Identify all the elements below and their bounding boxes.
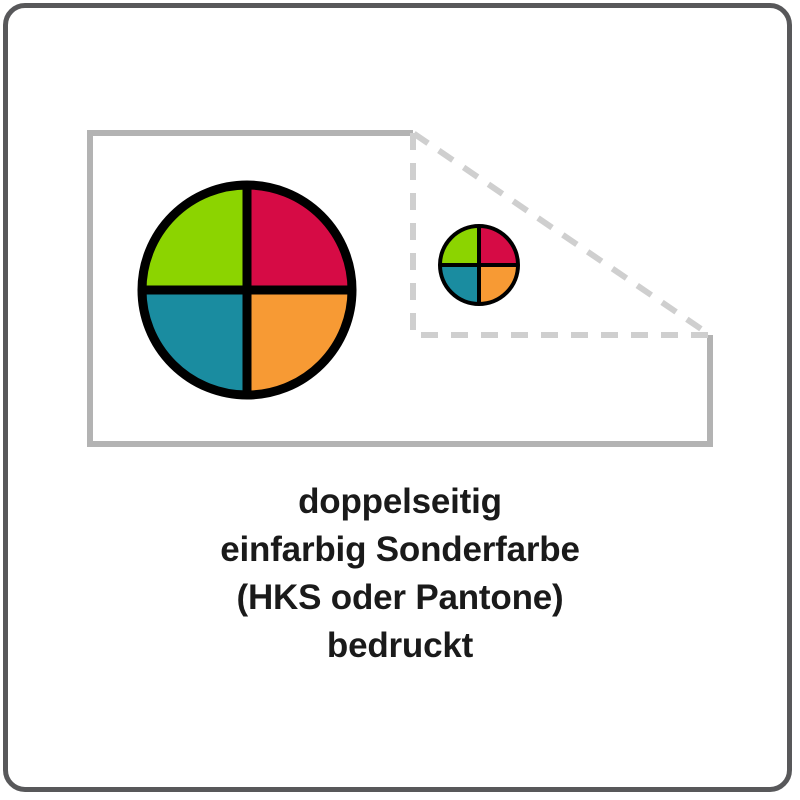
- caption-line-4: bedruckt: [326, 626, 474, 665]
- caption-line-1: doppelseitig: [298, 482, 502, 521]
- small-quadrant-circle: [438, 224, 520, 306]
- caption-line-2: einfarbig Sonderfarbe: [220, 530, 580, 569]
- sheet-outline: [87, 130, 713, 447]
- caption-line-3: (HKS oder Pantone): [236, 578, 564, 617]
- sheet-outline-path: [87, 130, 713, 447]
- large-circle-quadrant-top-right: [247, 185, 352, 290]
- large-quadrant-circle: [137, 180, 357, 400]
- fold-dashed-path: [410, 127, 720, 338]
- small-circle-quadrant-top-left: [440, 226, 479, 265]
- caption-block: doppelseitig einfarbig Sonderfarbe (HKS …: [0, 478, 800, 670]
- large-circle-quadrant-bottom-left: [142, 290, 247, 395]
- large-circle-quadrant-top-left: [142, 185, 247, 290]
- folded-corner-dashed: [410, 127, 720, 338]
- large-circle-quadrant-bottom-right: [247, 290, 352, 395]
- small-circle-quadrant-bottom-right: [479, 265, 518, 304]
- small-circle-quadrant-top-right: [479, 226, 518, 265]
- small-circle-quadrant-bottom-left: [440, 265, 479, 304]
